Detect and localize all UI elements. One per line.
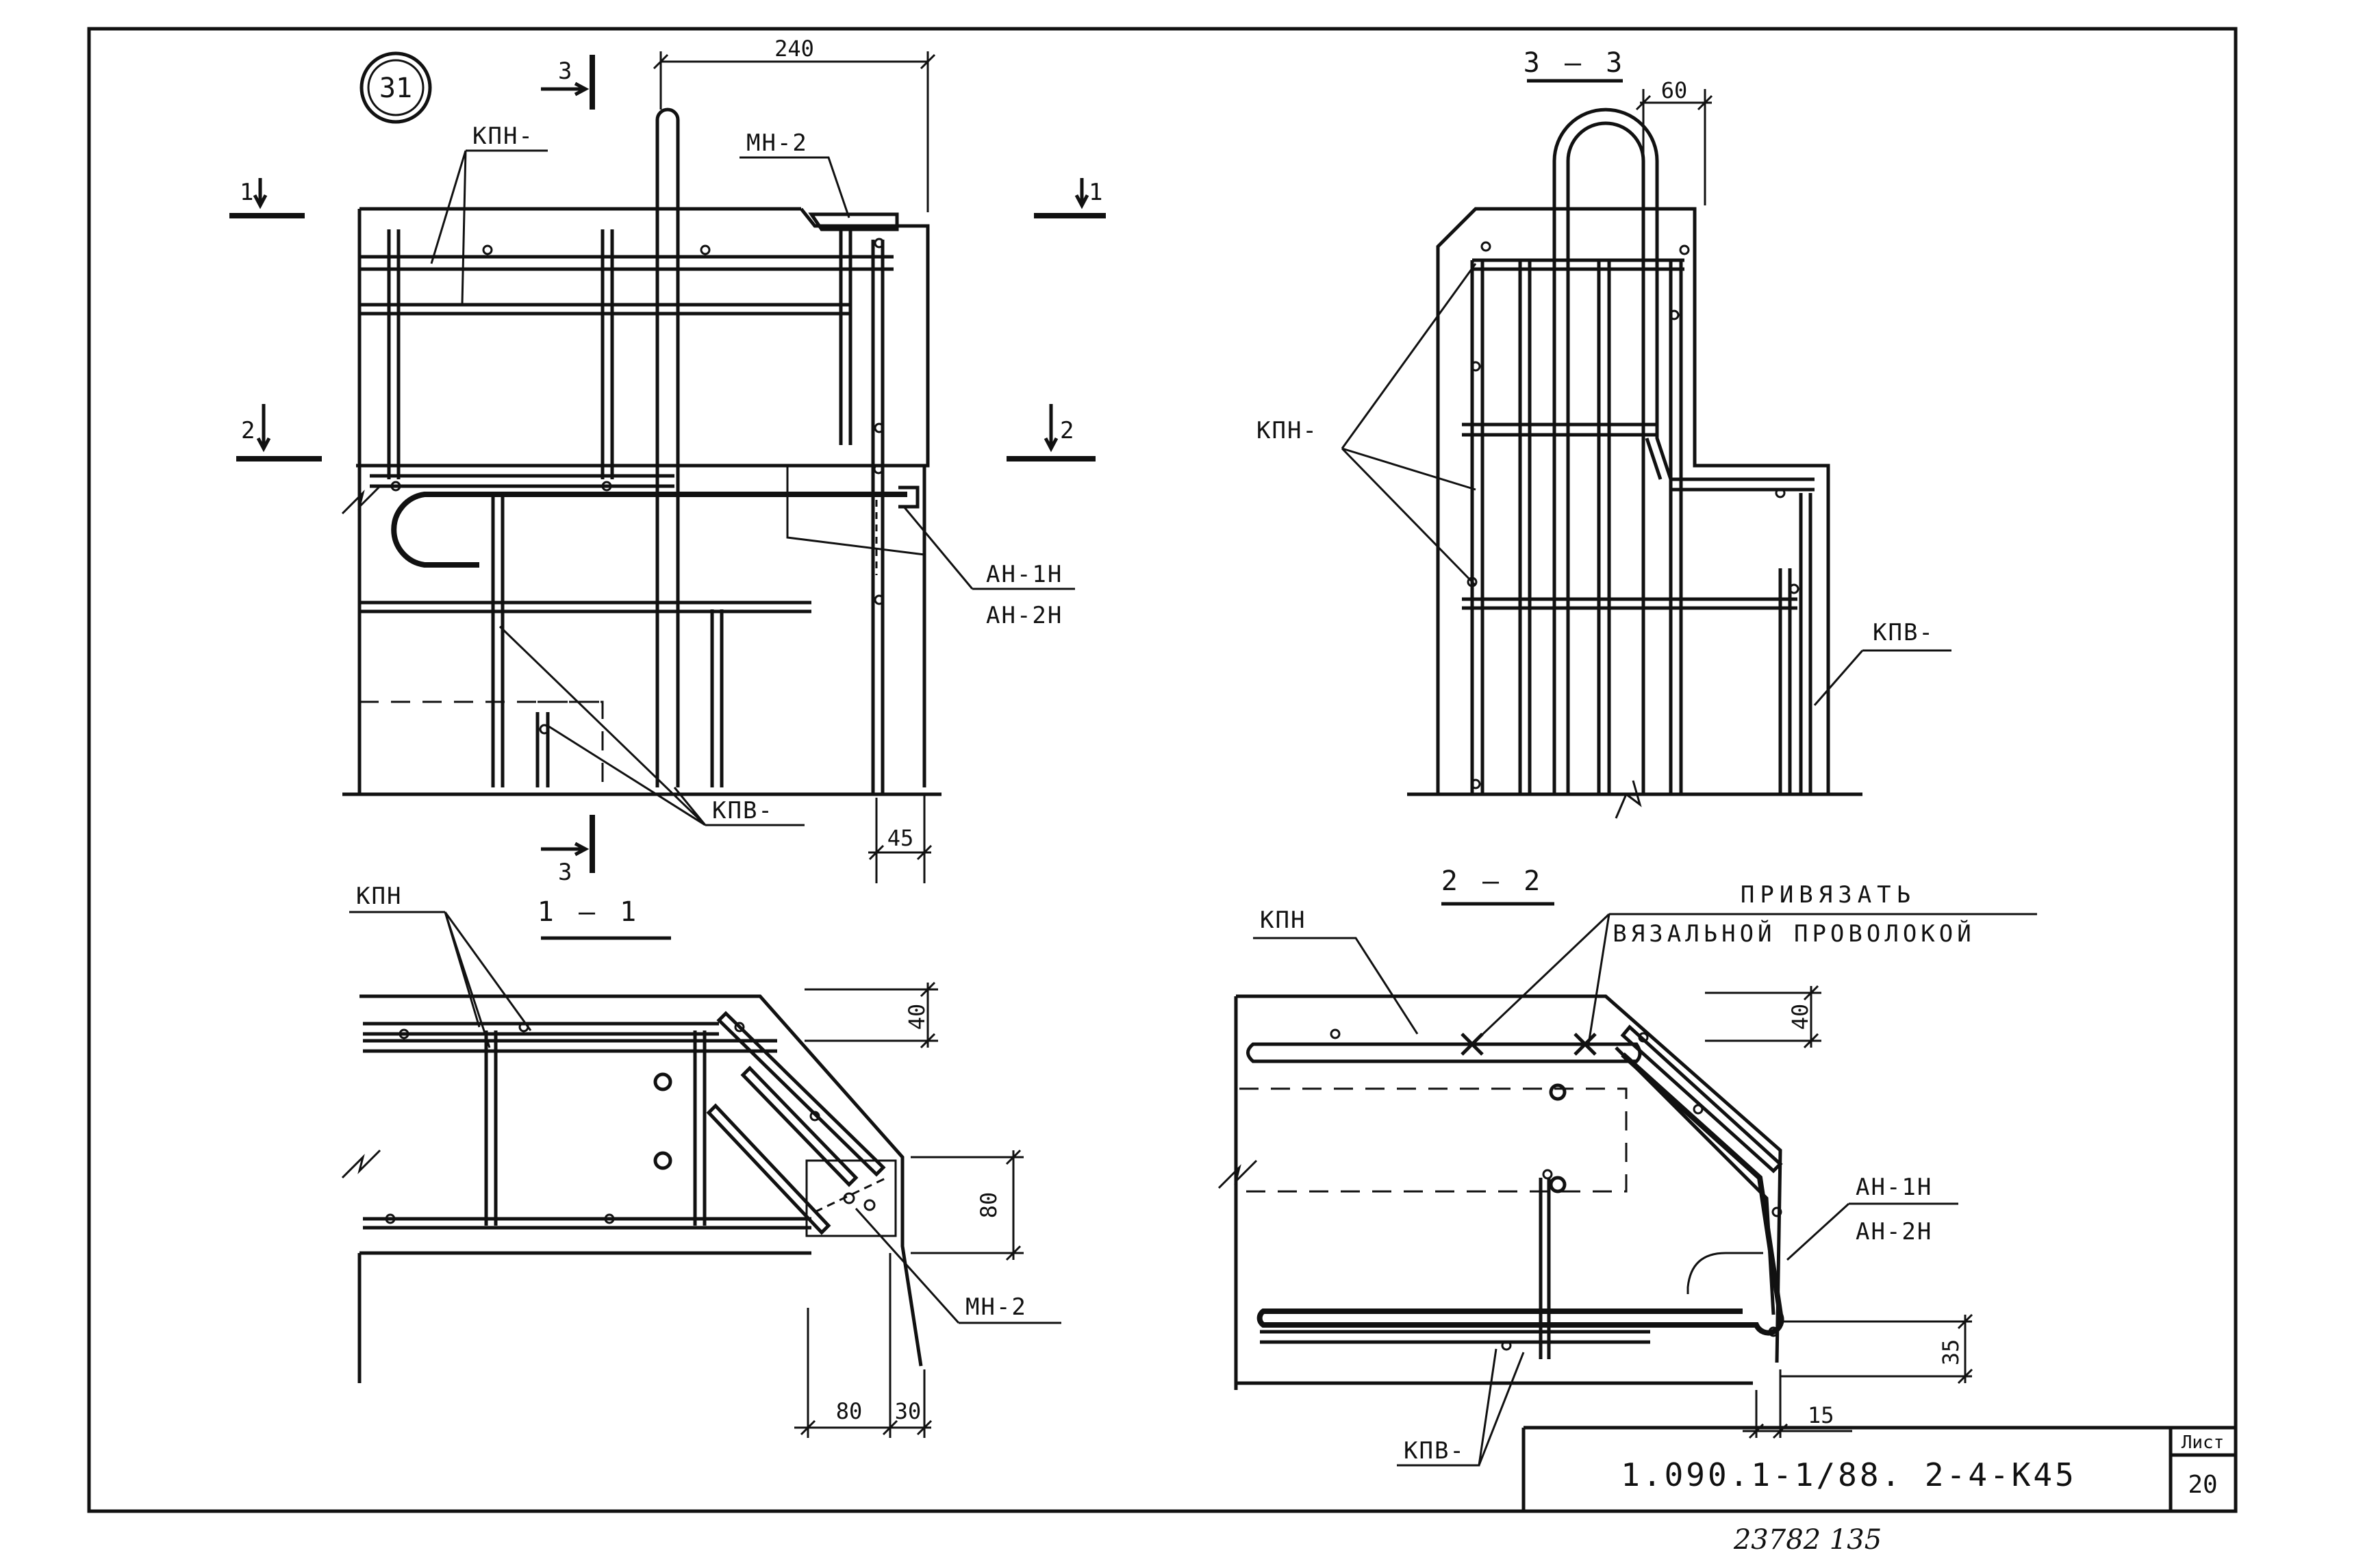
svg-text:2: 2 [1060,417,1075,444]
label-3-3-kpv: КПВ- [1873,619,1934,646]
title-block: 1.090.1-1/88. 2-4-К45 Лист 20 [1521,1426,2236,1511]
dim-240: 240 [653,36,936,212]
svg-text:45: 45 [887,825,914,851]
dim-45: 45 [868,794,933,883]
label-2-2-kpv: КПВ- [1404,1437,1465,1465]
section-1-1-title: 1 — 1 [538,896,640,928]
detail-number: 31 [379,73,412,104]
label-3-3-kpn: КПН- [1256,417,1318,444]
note-line2: ВЯЗАЛЬНОЙ ПРОВОЛОКОЙ [1613,920,1975,948]
section-3-3: 3 — 3 60 КПН- КПВ- [1256,47,1951,819]
section-3-3-title: 3 — 3 [1524,47,1626,79]
svg-text:2: 2 [241,417,256,444]
label-kpv: КПВ- [712,797,774,824]
section-mark-2: 2 2 [236,404,1096,461]
section-mark-1: 1 1 [229,178,1106,218]
svg-text:3: 3 [558,859,573,886]
label-2-2-an2: АН-2Н [1856,1218,1932,1245]
footer-number: 23782 135 [1733,1524,1882,1556]
svg-text:1: 1 [1089,179,1104,206]
label-mn2: МН-2 [746,129,808,157]
svg-text:3: 3 [558,58,573,85]
main-view: 31 [229,36,1106,886]
sheet-label: Лист [2182,1432,2225,1453]
sheet-frame [87,27,2238,1513]
svg-text:240: 240 [774,36,814,62]
svg-text:40: 40 [1787,1004,1813,1030]
sheet-code: 1.090.1-1/88. 2-4-К45 [1621,1456,2077,1493]
svg-text:30: 30 [895,1398,922,1424]
label-1-1-kpn: КПН [356,883,402,910]
svg-text:80: 80 [836,1398,863,1424]
label-2-2-an1: АН-1Н [1856,1174,1932,1201]
detail-circle [359,51,432,124]
svg-text:35: 35 [1938,1339,1964,1366]
svg-text:60: 60 [1661,77,1688,103]
label-kpn: КПН- [472,123,534,150]
label-an2: АН-2Н [986,602,1063,629]
section-mark-3: 3 3 [541,55,595,886]
note-line1: ПРИВЯЗАТЬ [1741,881,1916,909]
label-an1: АН-1Н [986,561,1063,588]
svg-text:1: 1 [240,179,255,206]
section-2-2-title: 2 — 2 [1441,865,1544,897]
label-2-2-kpn: КПН [1260,907,1306,934]
svg-text:80: 80 [976,1192,1002,1219]
svg-text:15: 15 [1808,1402,1834,1428]
section-2-2: 2 — 2 ПРИВЯЗАТЬ ВЯЗАЛЬНОЙ ПРОВОЛОКОЙ [1217,865,2037,1467]
sheet-number: 20 [2188,1471,2217,1499]
section-1-1: 1 — 1 40 80 80 30 [341,883,1061,1438]
svg-text:40: 40 [904,1004,930,1030]
label-1-1-mn2: МН-2 [965,1293,1027,1321]
